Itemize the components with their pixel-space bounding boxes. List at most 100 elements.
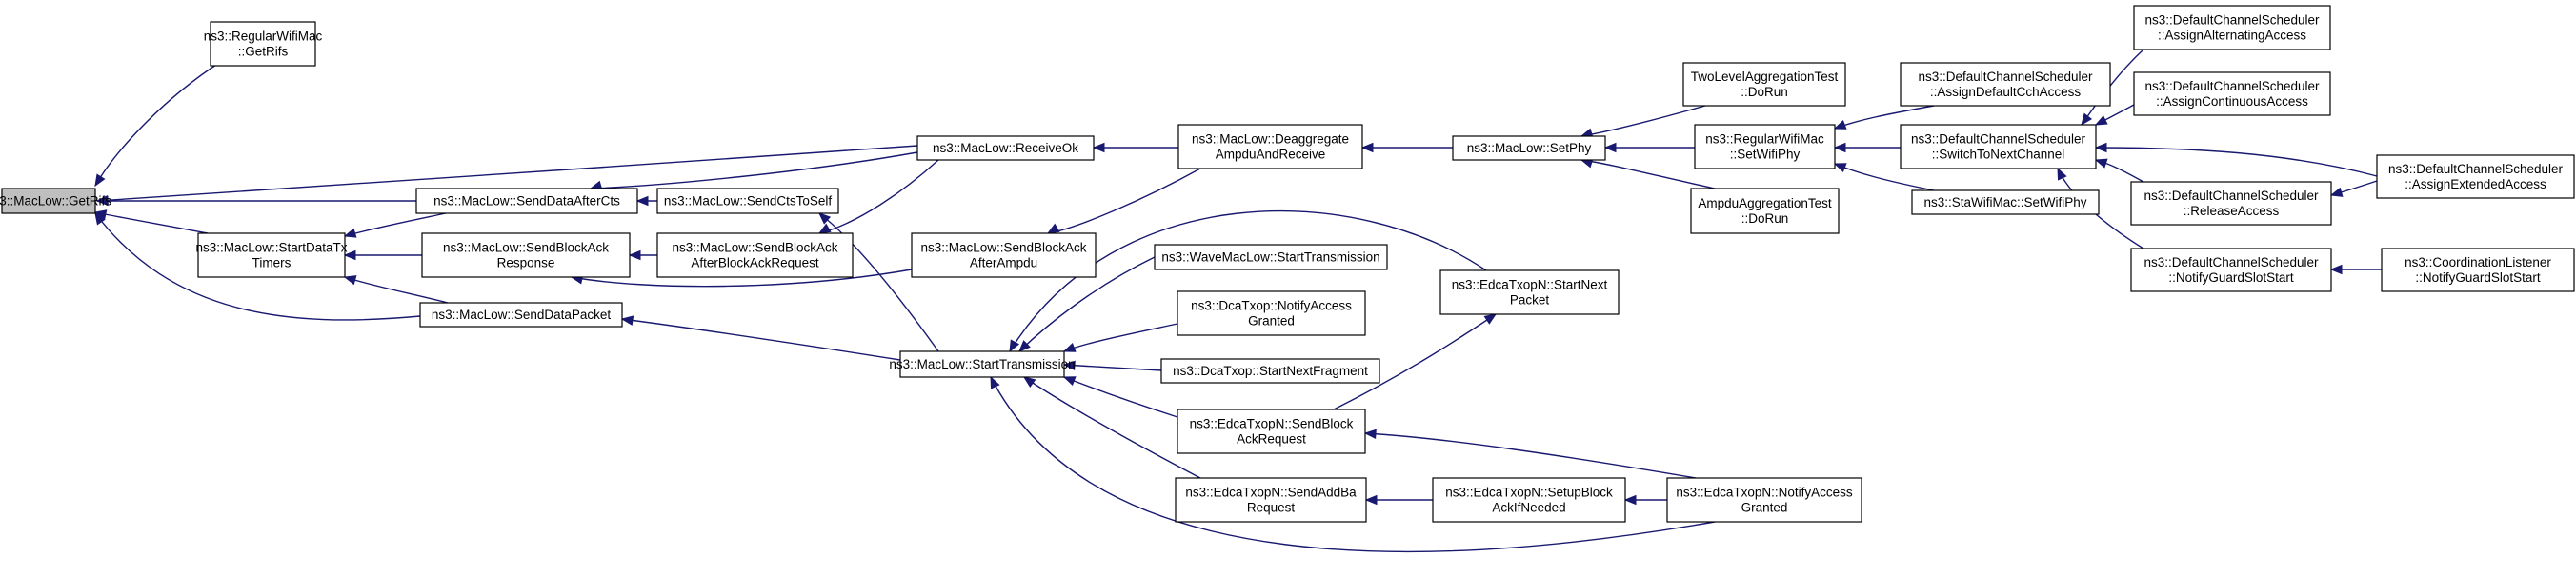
node-label: ::DoRun [1741, 85, 1788, 99]
edge-senddatapacket-to-startdatatxtimers [343, 275, 449, 304]
node-label: ns3::MacLow::ReceiveOk [933, 141, 1078, 155]
arrowhead-icon [2081, 112, 2093, 127]
edge-senddataafterCts-to-startdatatxtimers [343, 212, 447, 238]
node-sendblockackafterblockackrequest[interactable]: ns3::MacLow::SendBlockAckAfterBlockAckRe… [656, 232, 854, 278]
node-getrifs[interactable]: ns3::MacLow::GetRifs [0, 188, 111, 214]
arrowhead-icon [1360, 142, 1374, 153]
node-starttransmission[interactable]: ns3::MacLow::StartTransmission [889, 350, 1076, 378]
node-label: ns3::MacLow::SendBlockAck [920, 240, 1086, 254]
edge-dcs_assigndefaultcchaccess-to-regularwifimac_setwifiphy [1833, 105, 1935, 130]
node-ampduaggregationtest_dorun[interactable]: AmpduAggregationTest::DoRun [1690, 188, 1840, 234]
node-coordinationlistener_notifyguardslotstart[interactable]: ns3::CoordinationListener::NotifyGuardSl… [2381, 248, 2575, 292]
arrowhead-icon [1364, 494, 1378, 506]
node-label: ns3::MacLow::SetPhy [1467, 141, 1592, 155]
node-box [656, 232, 854, 278]
node-box [1911, 189, 2100, 215]
edge-line [818, 212, 939, 352]
arrowhead-icon [620, 315, 634, 326]
node-regularwifimac_getrifs[interactable]: ns3::RegularWifiMac::GetRifs [204, 21, 323, 67]
node-wavemaclow_starttransmission[interactable]: ns3::WaveMacLow::StartTransmission [1154, 244, 1388, 270]
edge-line [818, 159, 939, 234]
node-macLow_setphy[interactable]: ns3::MacLow::SetPhy [1452, 135, 1606, 161]
node-label: AckRequest [1237, 431, 1306, 446]
edge-wavemaclow_starttransmission-to-starttransmission [1018, 256, 1156, 352]
edge-senddatapacket-to-getrifs [94, 211, 421, 321]
node-dcs_switchtonextchannel[interactable]: ns3::DefaultChannelScheduler::SwitchToNe… [1900, 124, 2097, 169]
arrowhead-icon [1018, 340, 1031, 352]
node-box [210, 21, 316, 67]
edge-line [1333, 313, 1497, 410]
edge-dcs_assigncontinuousaccess-to-dcs_switchtonextchannel [2094, 104, 2135, 126]
node-label: AfterBlockAckRequest [691, 255, 819, 269]
node-dcs_notifyguardslotstart[interactable]: ns3::DefaultChannelScheduler::NotifyGuar… [2130, 248, 2332, 292]
node-dcs_assignalternatingaccess[interactable]: ns3::DefaultChannelScheduler::AssignAlte… [2133, 5, 2331, 50]
arrowhead-icon [2094, 158, 2108, 169]
arrowhead-icon [628, 249, 641, 261]
edge-regularwifimac_getrifs-to-getrifs [94, 62, 220, 188]
node-label: ::AssignDefaultCchAccess [1930, 85, 2082, 99]
node-stawifimac_setwifiphy[interactable]: ns3::StaWifiMac::SetWifiPhy [1911, 189, 2100, 215]
arrowhead-icon [2329, 187, 2344, 197]
node-label: ns3::CoordinationListener [2405, 255, 2551, 269]
arrowhead-icon [1092, 142, 1105, 153]
edge-line [94, 211, 209, 234]
call-graph-edges [93, 49, 2383, 552]
node-label: ns3::MacLow::SendBlockAck [672, 240, 837, 254]
node-label: ::GetRifs [238, 44, 289, 58]
node-box [1177, 124, 1363, 169]
node-box [1439, 269, 1620, 315]
node-label: ::ReleaseAccess [2184, 204, 2280, 218]
node-senddataafterCts[interactable]: ns3::MacLow::SendDataAfterCts [415, 188, 638, 214]
edge-line [621, 318, 901, 361]
node-regularwifimac_setwifiphy[interactable]: ns3::RegularWifiMac::SetWifiPhy [1694, 124, 1836, 169]
node-box [2133, 71, 2331, 116]
edge-line [344, 276, 449, 304]
edge-dcs_assignextendedaccess-to-dcs_switchtonextchannel [2094, 142, 2378, 177]
edge-line [1009, 209, 1487, 352]
edge-starttransmission-to-senddatapacket [620, 315, 901, 361]
edge-edcatxopn_notifyaccessgranted-to-edcatxopn_sendblockackrequest [1363, 429, 1697, 479]
node-box [1432, 477, 1626, 523]
edge-line [2095, 147, 2378, 177]
edge-receiveok-to-sendblockackafterblockackrequest [817, 159, 939, 234]
node-label: ns3::MacLow::SendBlockAck [443, 240, 609, 254]
node-receiveok[interactable]: ns3::MacLow::ReceiveOk [916, 135, 1095, 161]
node-dcs_assigncontinuousaccess[interactable]: ns3::DefaultChannelScheduler::AssignCont… [2133, 71, 2331, 116]
arrowhead-icon [818, 212, 832, 225]
edge-startdatatxtimers-to-getrifs [93, 209, 209, 234]
node-label: ns3::MacLow::SendDataPacket [432, 308, 612, 322]
node-senddatapacket[interactable]: ns3::MacLow::SendDataPacket [419, 302, 623, 328]
node-dcs_assignextendedaccess[interactable]: ns3::DefaultChannelScheduler::AssignExte… [2376, 154, 2575, 199]
edge-macLow_setphy-to-deaggregateampduandreceive [1360, 142, 1453, 153]
node-box [1154, 244, 1388, 270]
edge-regularwifimac_setwifiphy-to-macLow_setphy [1603, 142, 1695, 153]
arrowhead-icon [1603, 142, 1617, 153]
node-sendctstoself[interactable]: ns3::MacLow::SendCtsToSelf [656, 188, 839, 214]
node-label: ns3::DefaultChannelScheduler [1911, 131, 2086, 146]
node-label: ns3::MacLow::GetRifs [0, 193, 111, 208]
node-label: ns3::DefaultChannelScheduler [2143, 189, 2319, 203]
edge-line [571, 269, 913, 288]
edge-line [1063, 376, 1178, 418]
node-box [421, 232, 631, 278]
node-box [1666, 477, 1862, 523]
node-dcs_releaseaccess[interactable]: ns3::DefaultChannelScheduler::ReleaseAcc… [2130, 181, 2332, 226]
node-label: AckIfNeeded [1492, 500, 1565, 514]
arrowhead-icon [343, 275, 357, 286]
edge-deaggregateampduandreceive-to-receiveok [1092, 142, 1178, 153]
node-label: ns3::MacLow::StartTransmission [889, 357, 1075, 371]
node-dcatxop_startnextfragment[interactable]: ns3::DcaTxop::StartNextFragment [1160, 358, 1380, 384]
node-dcs_assigndefaultcchaccess[interactable]: ns3::DefaultChannelScheduler::AssignDefa… [1900, 62, 2111, 107]
node-box [2130, 248, 2332, 292]
node-twolevelaggregationtest_dorun[interactable]: TwoLevelAggregationTest::DoRun [1682, 62, 1846, 107]
